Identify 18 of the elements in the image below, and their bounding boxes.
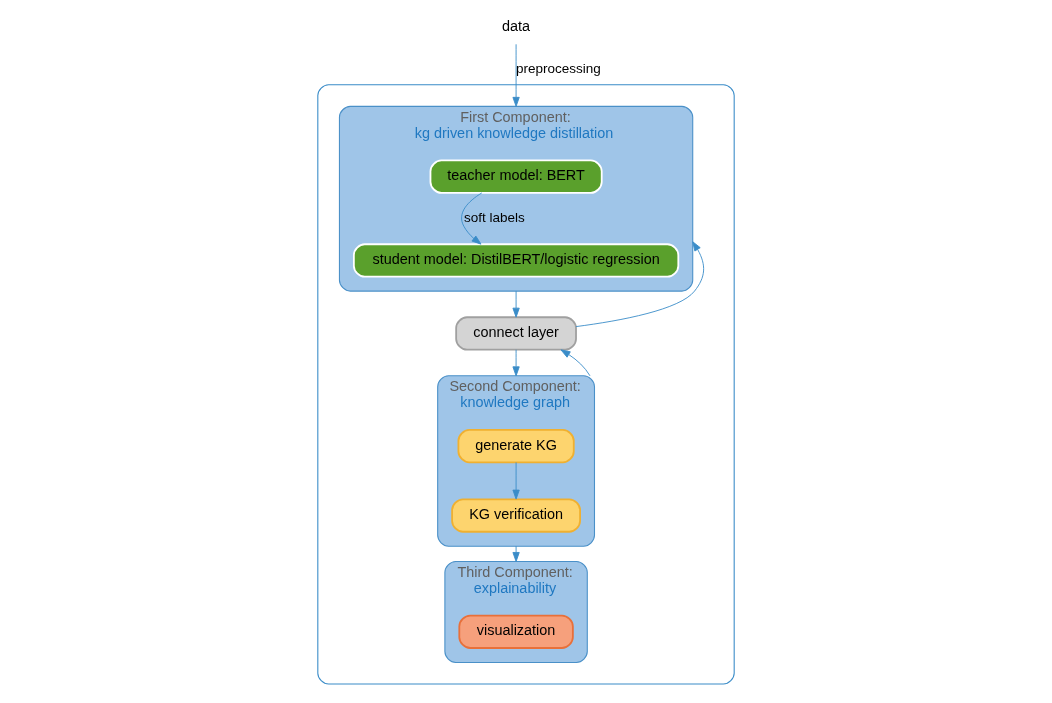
arrow (512, 461, 520, 500)
node-box: KG verification (451, 498, 581, 533)
cluster (317, 84, 735, 685)
node-box: generate KG (457, 429, 575, 464)
arrow (461, 192, 483, 245)
arrow (575, 241, 705, 328)
node-box: connect layer (455, 316, 577, 351)
arrow (512, 545, 520, 562)
node-box: student model: DistilBERT/logistic regression (352, 243, 680, 278)
arrow (512, 43, 520, 107)
arrow (512, 349, 520, 377)
edge-label: preprocessing (516, 61, 601, 77)
arrow (512, 290, 520, 318)
node-box: visualization (458, 614, 574, 649)
edge-label: soft labels (464, 209, 525, 225)
node-box: teacher model: BERT (429, 159, 603, 194)
node-text: data (502, 18, 531, 35)
arrow (560, 349, 591, 377)
